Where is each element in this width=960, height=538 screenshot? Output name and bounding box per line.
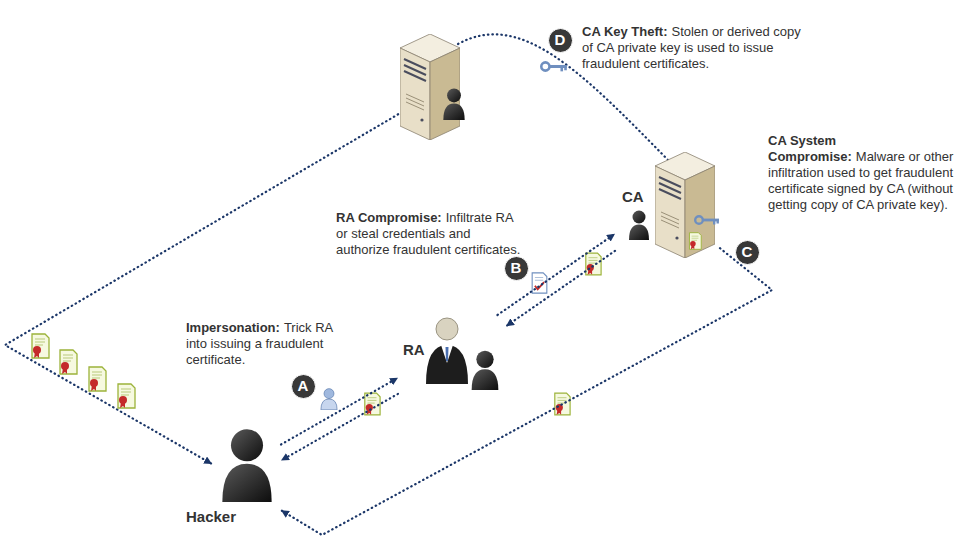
ca-operator [629,211,649,241]
ca-key-icon [695,216,719,224]
rogue-server [400,34,460,140]
rogue-operator [443,89,464,120]
node-label: RA [403,341,425,359]
ca-server: CA [615,150,720,262]
hacker-figure: Hacker [183,432,281,529]
callout-block: CA Key Theft:Stolen or derived copy of C… [582,24,804,72]
callout-heading: CA Key Theft: [582,24,671,39]
ca-server-icon [655,152,715,258]
ca-certificate-icon [689,233,701,250]
stolen-key-route [5,112,402,464]
callout-heading: CA System Compromise: [768,133,856,164]
ra-officer: RA [398,315,506,395]
callout-heading: Impersonation: [186,320,284,335]
node-label: Hacker [186,508,236,526]
callout-number: D [548,28,573,53]
certificate-icon [89,367,106,391]
certificate-icon [118,384,135,408]
attack-flow-connector [281,248,772,535]
callout-block: RA Compromise:Infiltrate RA or steal cre… [336,210,524,258]
callout-number: A [291,374,316,399]
callout-number: C [735,240,760,265]
callout-heading: RA Compromise: [336,210,446,225]
certificate-icon [586,253,601,275]
certificate-icon [60,350,77,374]
callout-number: B [504,256,529,281]
certificate-icon [32,334,49,358]
ra-assistant [472,351,499,390]
impersonation-icon [321,389,337,410]
ra-figure [426,318,468,384]
node-label: CA [622,188,644,206]
attack-flow-connector [281,394,398,461]
callout-block: CA System Compromise:Malware or other in… [768,133,954,213]
stolen-key-icon [541,62,567,71]
callout-block: Impersonation:Trick RA into issuing a fr… [186,320,336,368]
hacker-icon [222,429,271,502]
